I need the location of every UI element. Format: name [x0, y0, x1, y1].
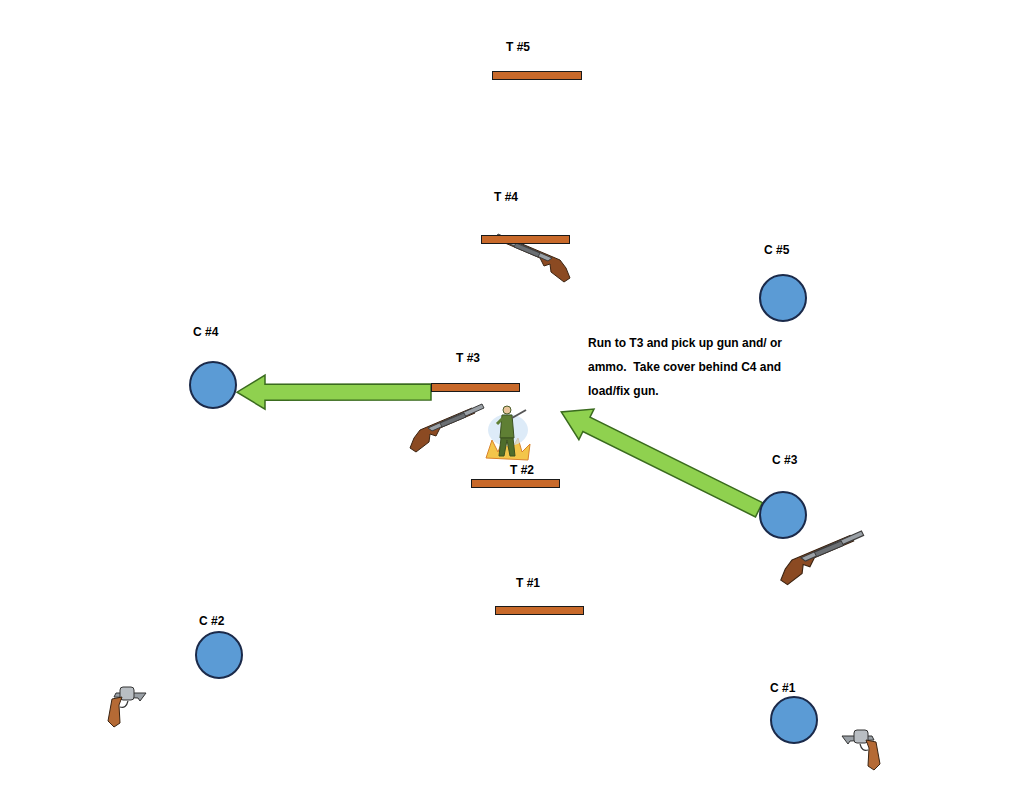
cover-node: C #4	[189, 325, 237, 409]
cover-label: C #5	[764, 243, 789, 257]
target-bar	[481, 235, 570, 244]
target-label: T #4	[494, 190, 518, 204]
cover-circle	[759, 491, 807, 539]
target-bar	[431, 383, 520, 392]
shotgun-icon	[410, 404, 484, 452]
target-node: T #4	[481, 190, 571, 244]
soldier-figure	[486, 406, 530, 460]
movement-arrow	[561, 409, 762, 517]
target-label: T #2	[510, 463, 534, 477]
revolver-icon	[842, 730, 880, 770]
cover-circle	[195, 631, 243, 679]
cover-node: C #1	[770, 681, 818, 744]
revolver-icon	[108, 687, 146, 727]
shotgun-icon	[781, 531, 864, 585]
target-node: T #1	[495, 576, 585, 615]
target-bar	[471, 479, 560, 488]
cover-circle	[759, 274, 807, 322]
target-node: T #3	[431, 351, 521, 392]
cover-node: C #2	[195, 614, 243, 679]
target-node: T #2	[471, 463, 561, 488]
target-bar	[495, 606, 584, 615]
target-node: T #5	[492, 40, 583, 80]
cover-node: C #5	[759, 243, 807, 322]
cover-circle	[189, 361, 237, 409]
target-label: T #3	[456, 351, 480, 365]
cover-label: C #2	[199, 614, 224, 628]
cover-circle	[770, 696, 818, 744]
cover-label: C #4	[193, 325, 218, 339]
target-label: T #5	[506, 40, 530, 54]
movement-arrow	[237, 375, 431, 409]
target-label: T #1	[516, 576, 540, 590]
target-bar	[492, 71, 582, 80]
cover-label: C #1	[770, 681, 795, 695]
cover-label: C #3	[772, 453, 797, 467]
cover-node: C #3	[759, 453, 807, 539]
stage-note: Run to T3 and pick up gun and/ or ammo. …	[588, 331, 806, 403]
